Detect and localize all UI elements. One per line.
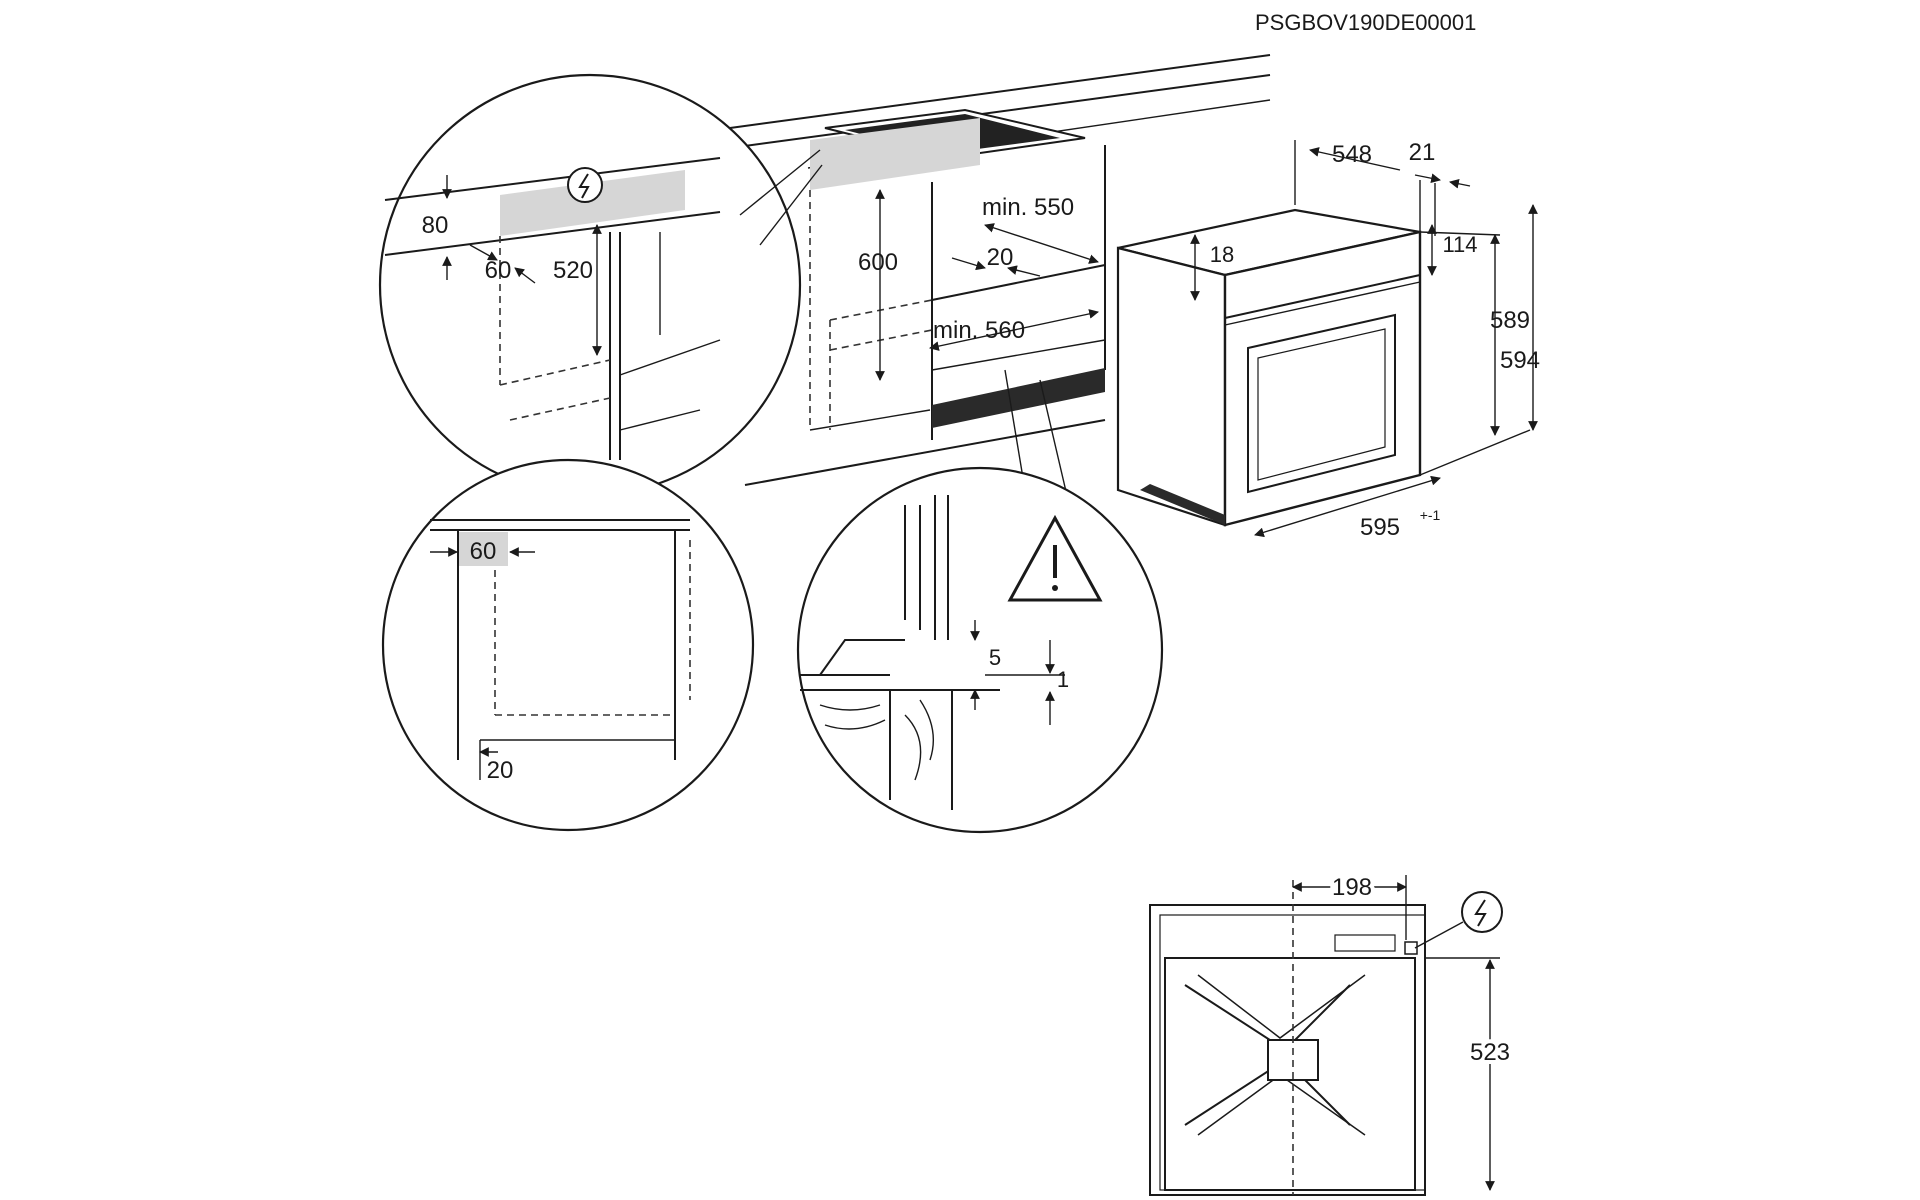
kitchen-cabinet: 600 min. 550 20 min. 560 (729, 54, 1271, 486)
dim-1: 1 (1057, 667, 1069, 692)
oven-unit: 548 21 114 18 589 594 595 +-1 (1116, 139, 1540, 541)
dim-60-b: 60 (470, 538, 497, 565)
dim-min550: min. 550 (982, 194, 1074, 221)
dim-5: 5 (989, 645, 1001, 670)
diagram-code: PSGBOV190DE00001 (1255, 10, 1476, 35)
ventilation-grille (932, 368, 1105, 428)
dim-520: 520 (553, 257, 593, 284)
socket-box (500, 170, 685, 236)
dim-min560: min. 560 (933, 317, 1025, 344)
detail-circle-bottom: 5 1 (796, 369, 1164, 834)
dim-548: 548 (1332, 141, 1372, 168)
dim-595-tolerance: +-1 (1420, 507, 1441, 523)
dim-600: 600 (858, 249, 898, 276)
dim-114: 114 (1442, 232, 1477, 257)
dim-20: 20 (987, 244, 1014, 271)
dim-18: 18 (1210, 242, 1234, 267)
dim-20-b: 20 (487, 757, 514, 784)
dim-595: 595 (1360, 514, 1400, 541)
electric-icon-back (1474, 899, 1487, 927)
dim-60: 60 (485, 257, 512, 284)
detail-circle-top: 80 60 520 (378, 73, 823, 497)
dim-594: 594 (1500, 347, 1540, 374)
dim-21: 21 (1409, 139, 1436, 166)
electric-icon (578, 173, 590, 199)
hob-box (810, 118, 980, 190)
dim-198: 198 (1332, 874, 1372, 901)
detail-circle-left: 60 20 (381, 458, 755, 832)
oven-window (1247, 313, 1396, 494)
dim-80: 80 (422, 212, 449, 239)
worktop-gap (458, 532, 508, 566)
dim-589: 589 (1490, 307, 1530, 334)
dim-523: 523 (1470, 1039, 1510, 1066)
oven-back-view: 198 523 (1149, 870, 1514, 1196)
